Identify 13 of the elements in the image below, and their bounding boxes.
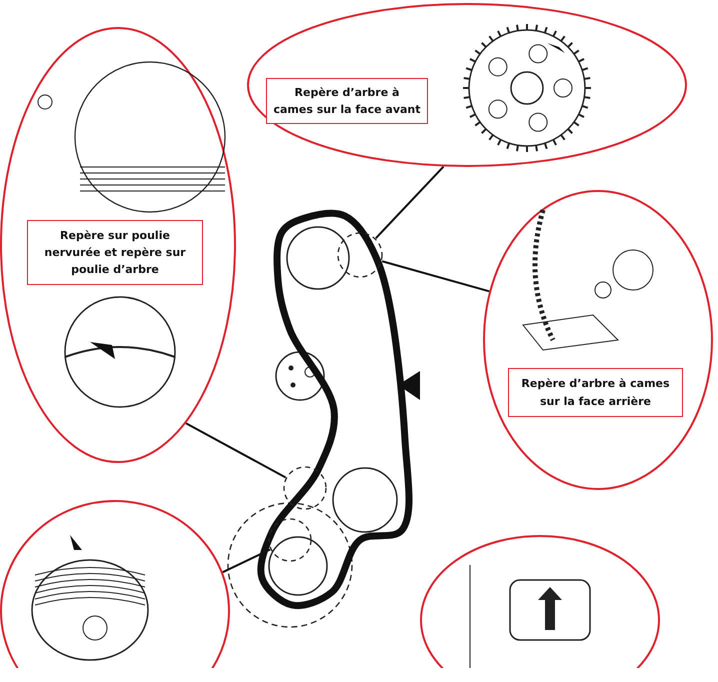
detail-ellipse — [0, 27, 236, 463]
leader-line — [185, 422, 286, 478]
leader-line — [382, 260, 490, 292]
detail-circle — [337, 232, 383, 278]
callout-box: Repère d’arbre à cames sur la face arrière — [508, 368, 683, 417]
callout-box: Repère sur poulie nervurée et repère sur poulie d’arbre — [27, 220, 203, 285]
detail-ellipse — [247, 3, 687, 167]
detail-circle — [283, 466, 327, 510]
leader-line — [222, 548, 271, 574]
leader-line — [375, 166, 444, 239]
callout-box: Repère d’arbre à cames sur la face avant — [266, 78, 428, 124]
detail-ellipse — [483, 190, 713, 490]
detail-circle — [268, 518, 312, 562]
